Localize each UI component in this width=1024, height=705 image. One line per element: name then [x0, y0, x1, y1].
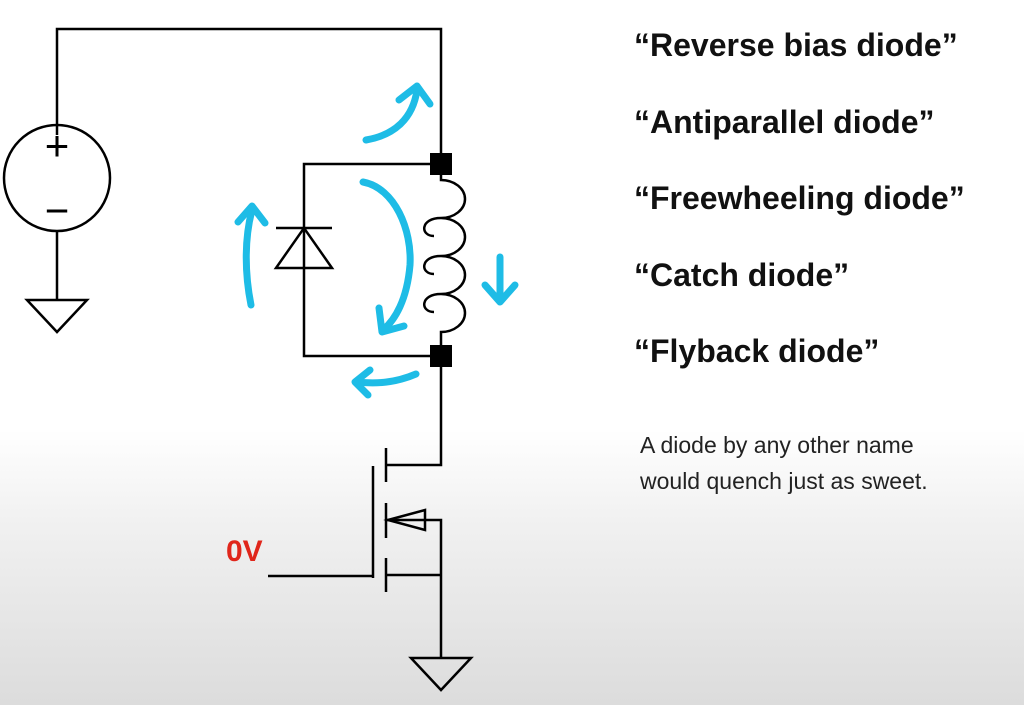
mosfet-ground-symbol: [408, 656, 474, 692]
current-flow-arrows: [234, 82, 519, 399]
arrow-left-bottom-head: [351, 366, 374, 399]
caption-line-1: A diode by any other name: [640, 432, 914, 458]
inductor-coil: [439, 175, 467, 345]
inductor-coil-loops: [423, 216, 442, 314]
arrow-loop-head: [375, 304, 408, 336]
diode-name-list: “Reverse bias diode” “Antiparallel diode…: [634, 26, 965, 409]
diode-name-item: “Flyback diode”: [634, 333, 880, 369]
diode-name-item: “Antiparallel diode”: [634, 103, 935, 140]
node-top: [430, 153, 452, 175]
arrow-up-right-head: [395, 82, 434, 108]
arrow-left-bottom: [353, 370, 420, 387]
drain-wire: [386, 367, 443, 467]
arrow-up-diode: [242, 206, 256, 309]
arrow-down-coil-head: [481, 281, 519, 306]
diode-branch-wire: [302, 162, 441, 358]
supply-plus-sign: +: [45, 122, 70, 169]
gate-voltage-label: 0V: [226, 535, 263, 568]
supply-minus-sign: −: [45, 187, 70, 234]
diode-name-item: “Freewheeling diode”: [634, 180, 965, 216]
mosfet-body-wire: [386, 518, 443, 658]
caption-line-2: would quench just as sweet.: [640, 468, 928, 494]
diode-name-item: “Catch diode”: [634, 256, 850, 293]
arrow-up-right: [362, 86, 421, 144]
diode-symbol: [273, 225, 335, 270]
source-ground-symbol: [24, 298, 90, 334]
supply-wire: [55, 27, 443, 158]
arrow-up-diode-head: [234, 202, 269, 227]
caption: A diode by any other name would quench j…: [640, 427, 928, 499]
node-bottom: [430, 345, 452, 367]
diode-name-item: “Reverse bias diode”: [634, 27, 958, 63]
mosfet-body-arrow: [383, 508, 427, 532]
arrow-loop: [359, 178, 414, 334]
